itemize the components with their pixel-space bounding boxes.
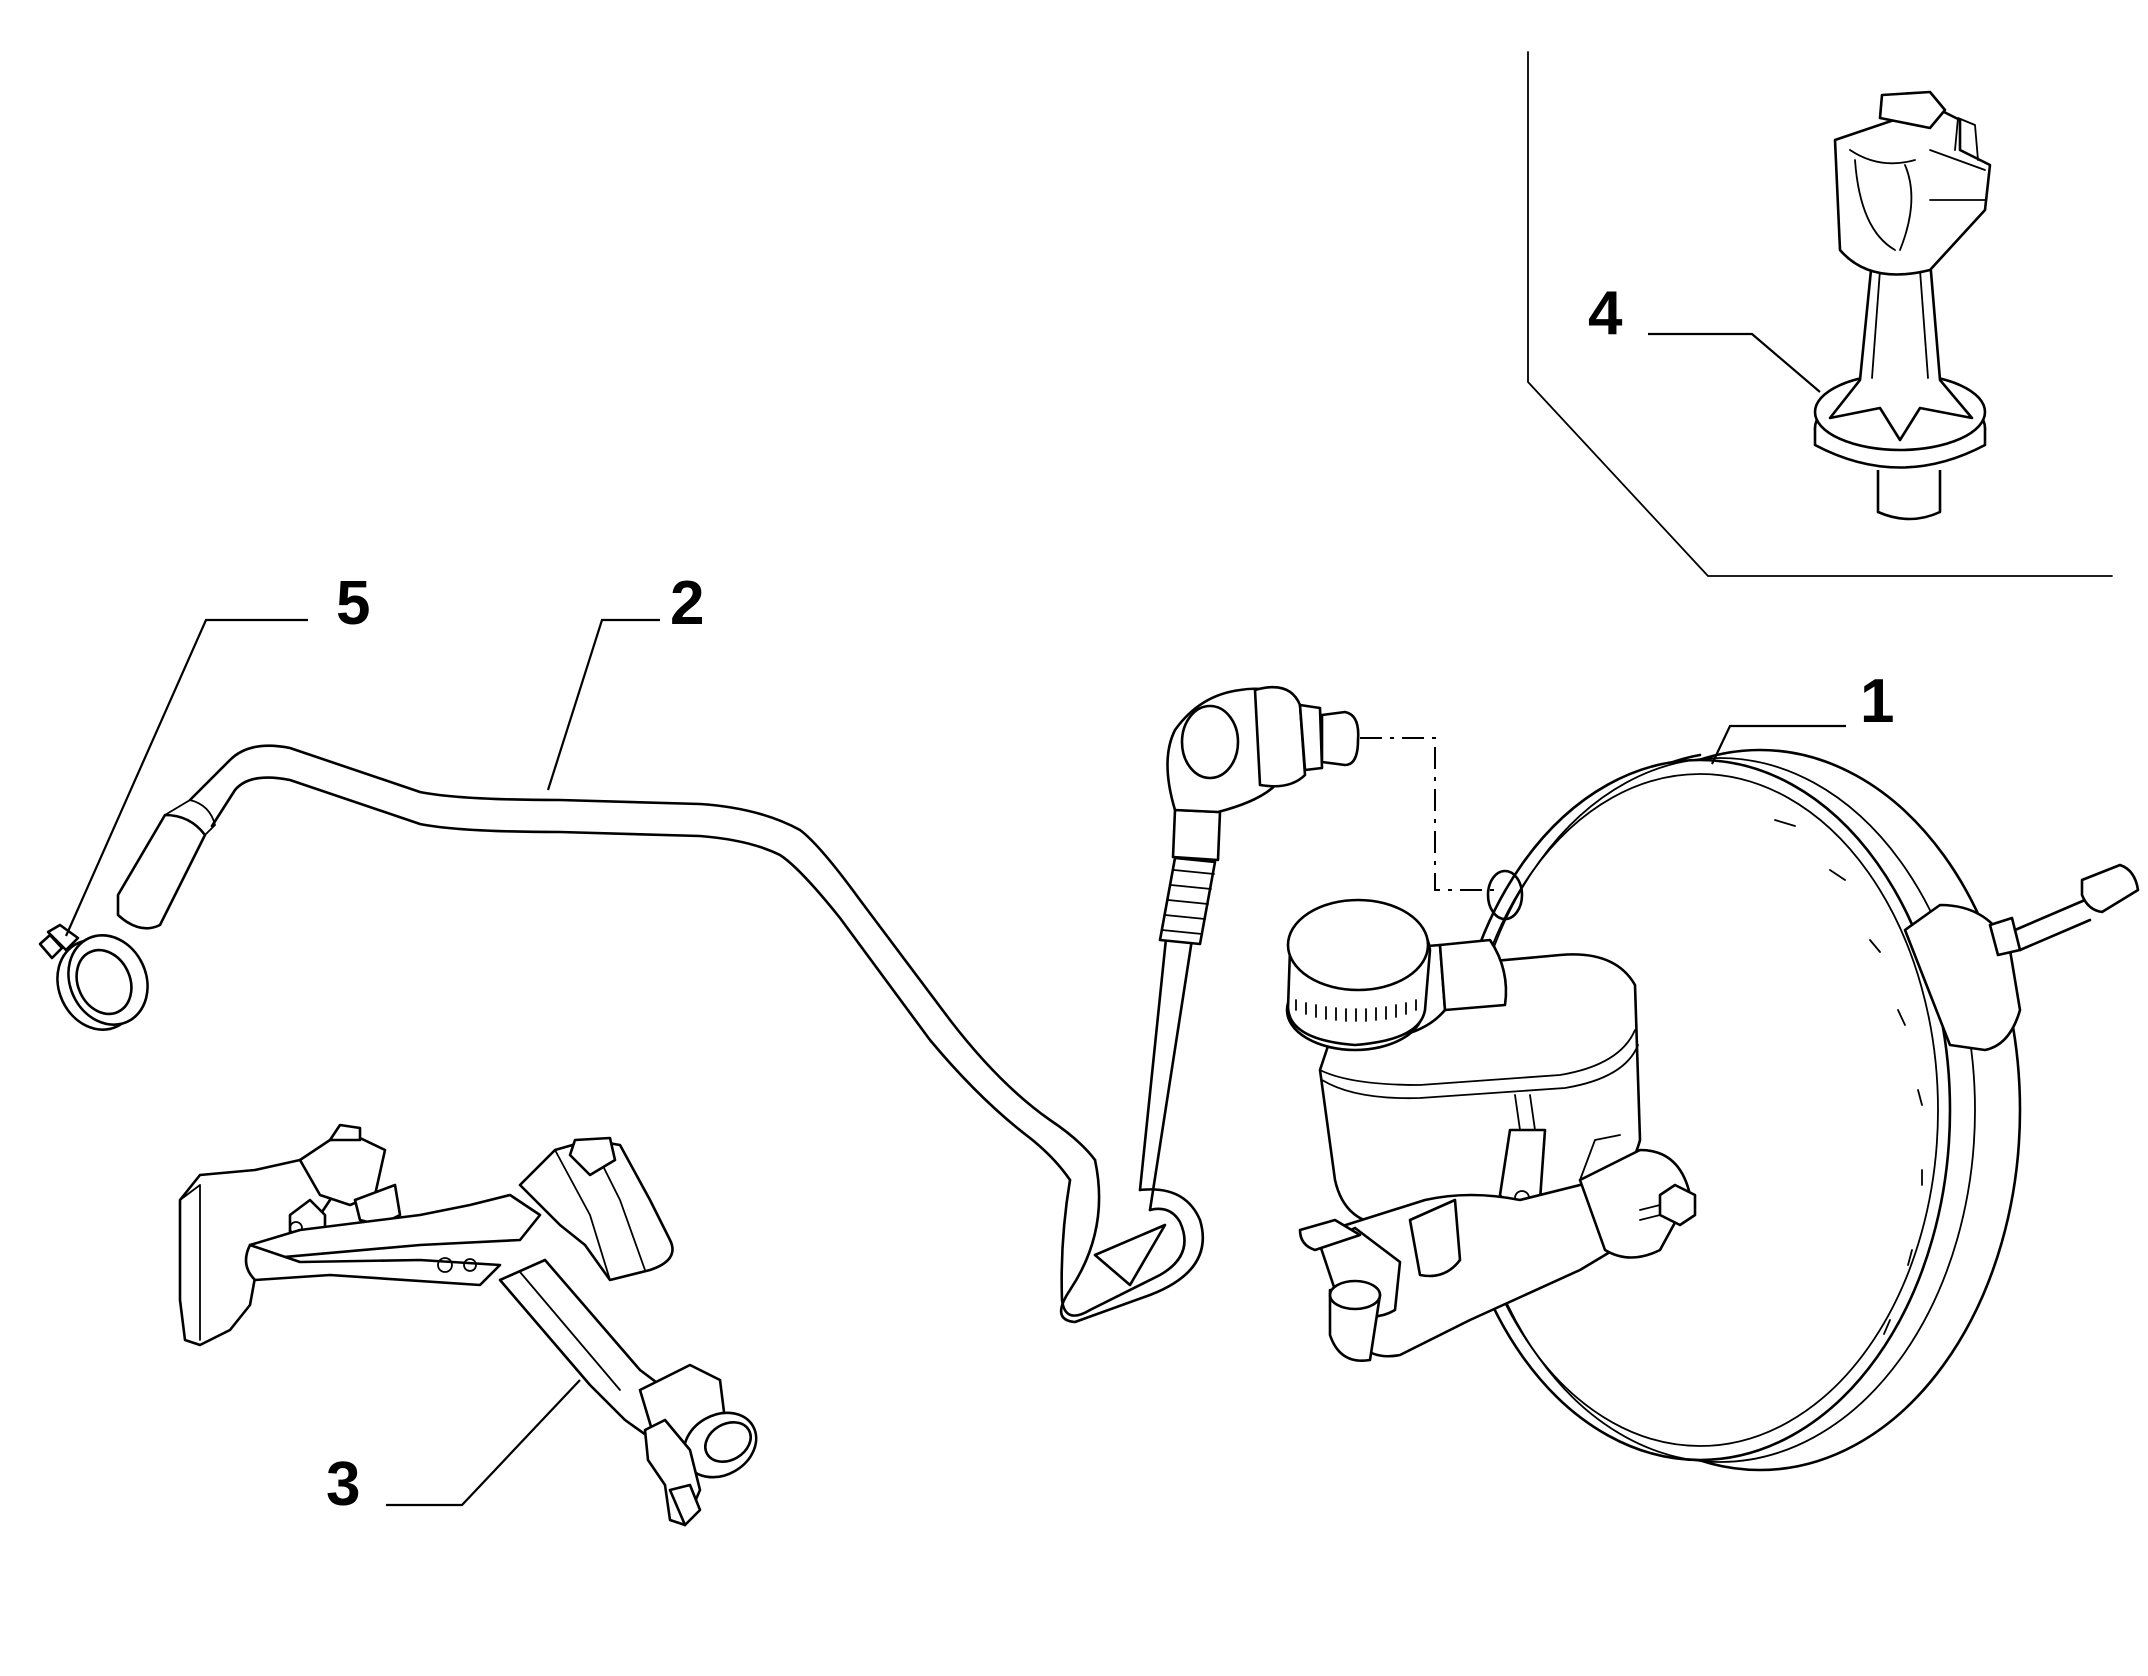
callout-5-label: 5 — [336, 569, 370, 638]
callout-3-label: 3 — [326, 1450, 360, 1519]
callout-2-leader — [546, 618, 660, 791]
callout-5-leader — [64, 618, 308, 937]
vacuum-hose-icon — [116, 685, 1360, 1324]
callout-2-label: 2 — [670, 569, 704, 638]
callout-4-label: 4 — [1588, 279, 1623, 348]
connection-dash-line — [1360, 737, 1500, 891]
hose-bracket-icon — [178, 1123, 758, 1527]
hose-clamp-icon — [38, 923, 149, 1031]
clip-icon — [1813, 90, 1992, 521]
brake-booster-icon — [1285, 748, 2140, 1472]
callout-1-label: 1 — [1860, 667, 1894, 736]
callout-4-leader — [1648, 332, 1821, 393]
callout-1-leader — [1711, 724, 1846, 765]
callout-3-leader — [386, 1379, 581, 1507]
inset-frame — [1527, 51, 2113, 577]
